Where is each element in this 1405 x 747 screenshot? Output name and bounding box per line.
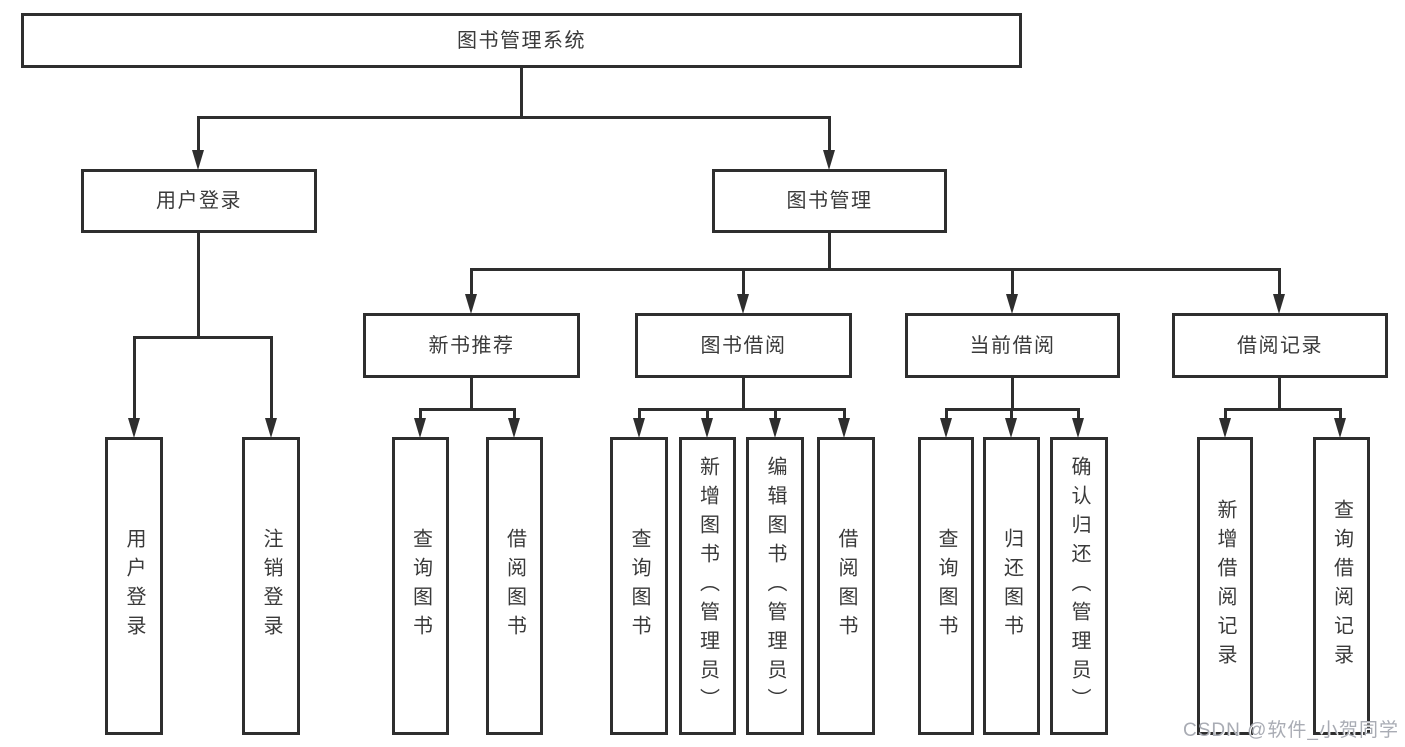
leaf-nbr-borrow-book-label: 借阅图书 xyxy=(503,528,526,644)
connector-drop-current-borrow xyxy=(1011,268,1014,296)
arrowhead-borrow-record xyxy=(1273,294,1285,314)
leaf-cb-return-book: 归还图书 xyxy=(983,437,1040,735)
leaf-cb-query-book: 查询图书 xyxy=(918,437,974,735)
connector-drop-book-management xyxy=(828,116,831,150)
node-current-borrow-label: 当前借阅 xyxy=(969,334,1056,357)
connector-root-stem xyxy=(520,68,523,118)
leaf-br-add-record: 新增借阅记录 xyxy=(1197,437,1253,735)
node-user-login-label: 用户登录 xyxy=(156,190,242,212)
leaf-bb-query-book: 查询图书 xyxy=(610,437,668,735)
connector-cb-stem xyxy=(1011,378,1014,411)
arrowhead-bb-borrow xyxy=(838,418,850,438)
node-user-login: 用户登录 xyxy=(81,169,317,233)
leaf-bb-query-book-label: 查询图书 xyxy=(628,528,650,644)
leaf-nbr-query-book: 查询图书 xyxy=(392,437,449,735)
leaf-cb-return-book-label: 归还图书 xyxy=(1000,528,1023,644)
arrowhead-leaf-logout xyxy=(265,418,277,438)
leaf-br-query-record-label: 查询借阅记录 xyxy=(1330,499,1353,673)
arrowhead-cb-confirm xyxy=(1072,418,1084,438)
arrowhead-bb-edit xyxy=(769,418,781,438)
arrowhead-bb-add xyxy=(701,418,713,438)
leaf-br-query-record: 查询借阅记录 xyxy=(1313,437,1370,735)
connector-userlogin-stem xyxy=(197,233,200,339)
node-root-label: 图书管理系统 xyxy=(457,29,586,52)
node-root: 图书管理系统 xyxy=(21,13,1022,68)
connector-drop-bb-query xyxy=(638,408,641,422)
connector-drop-bb-borrow xyxy=(843,408,846,422)
leaf-logout-label: 注销登录 xyxy=(260,528,282,644)
arrowhead-nbr-borrow xyxy=(508,418,520,438)
node-book-borrow: 图书借阅 xyxy=(635,313,852,378)
arrowhead-book-borrow xyxy=(737,294,749,314)
leaf-cb-confirm-return-admin: 确认归还（管理员） xyxy=(1050,437,1108,735)
connector-br-stem xyxy=(1278,378,1281,411)
connector-bb-stem xyxy=(742,378,745,411)
connector-drop-new-book xyxy=(470,268,473,296)
connector-drop-cb-return xyxy=(1010,408,1013,422)
connector-bookmgmt-rail xyxy=(470,268,1281,271)
arrowhead-br-add xyxy=(1219,418,1231,438)
connector-drop-br-query xyxy=(1339,408,1342,422)
arrowhead-leaf-login xyxy=(128,418,140,438)
node-new-book-recommend: 新书推荐 xyxy=(363,313,580,378)
connector-userlogin-rail xyxy=(133,336,273,339)
arrowhead-current-borrow xyxy=(1006,294,1018,314)
connector-drop-bb-edit xyxy=(774,408,777,422)
leaf-cb-query-book-label: 查询图书 xyxy=(935,528,957,644)
leaf-bb-edit-book-admin: 编辑图书（管理员） xyxy=(746,437,804,735)
leaf-bb-add-book-admin-label: 新增图书（管理员） xyxy=(696,455,719,717)
leaf-bb-add-book-admin: 新增图书（管理员） xyxy=(679,437,736,735)
connector-drop-book-borrow xyxy=(742,268,745,296)
leaf-bb-edit-book-admin-label: 编辑图书（管理员） xyxy=(764,455,786,717)
connector-nbr-stem xyxy=(470,378,473,411)
node-borrow-record: 借阅记录 xyxy=(1172,313,1388,378)
connector-drop-nbr-borrow xyxy=(513,408,516,422)
node-book-management: 图书管理 xyxy=(712,169,947,233)
arrowhead-bb-query xyxy=(633,418,645,438)
connector-bb-rail xyxy=(638,408,846,411)
arrowhead-br-query xyxy=(1334,418,1346,438)
leaf-nbr-query-book-label: 查询图书 xyxy=(409,528,432,644)
arrowhead-user-login xyxy=(192,150,204,170)
connector-drop-bb-add xyxy=(706,408,709,422)
connector-drop-borrow-record xyxy=(1278,268,1281,296)
connector-drop-cb-query xyxy=(945,408,948,422)
connector-br-rail xyxy=(1224,408,1342,411)
connector-drop-leaf-logout xyxy=(270,336,273,419)
arrowhead-book-management xyxy=(823,150,835,170)
arrowhead-new-book xyxy=(465,294,477,314)
connector-drop-nbr-query xyxy=(419,408,422,422)
arrowhead-cb-return xyxy=(1005,418,1017,438)
connector-drop-br-add xyxy=(1224,408,1227,422)
leaf-cb-confirm-return-admin-label: 确认归还（管理员） xyxy=(1068,455,1090,717)
leaf-user-login-label: 用户登录 xyxy=(123,528,145,644)
leaf-logout: 注销登录 xyxy=(242,437,300,735)
node-book-borrow-label: 图书借阅 xyxy=(700,334,787,357)
node-book-management-label: 图书管理 xyxy=(786,190,873,212)
node-current-borrow: 当前借阅 xyxy=(905,313,1120,378)
leaf-nbr-borrow-book: 借阅图书 xyxy=(486,437,543,735)
connector-drop-cb-confirm xyxy=(1077,408,1080,422)
connector-root-rail xyxy=(197,116,830,119)
arrowhead-cb-query xyxy=(940,418,952,438)
leaf-br-add-record-label: 新增借阅记录 xyxy=(1214,499,1236,673)
node-borrow-record-label: 借阅记录 xyxy=(1237,334,1323,357)
watermark: CSDN @软件_小贺同学 xyxy=(1183,720,1399,741)
leaf-user-login: 用户登录 xyxy=(105,437,163,735)
connector-bookmgmt-stem xyxy=(828,233,831,271)
leaf-bb-borrow-book: 借阅图书 xyxy=(817,437,875,735)
arrowhead-nbr-query xyxy=(414,418,426,438)
connector-drop-user-login xyxy=(197,116,200,150)
connector-nbr-rail xyxy=(419,408,516,411)
leaf-bb-borrow-book-label: 借阅图书 xyxy=(835,528,857,644)
node-new-book-recommend-label: 新书推荐 xyxy=(428,334,515,357)
connector-drop-leaf-login xyxy=(133,336,136,419)
